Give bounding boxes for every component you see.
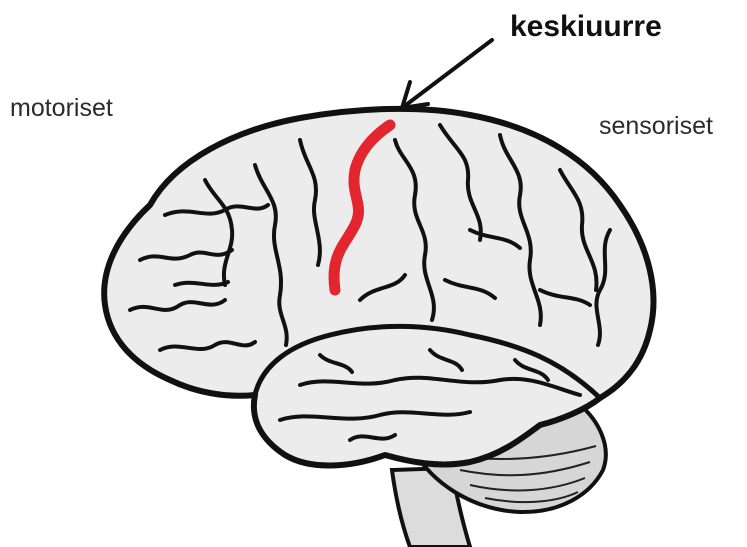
arrow <box>402 40 492 108</box>
